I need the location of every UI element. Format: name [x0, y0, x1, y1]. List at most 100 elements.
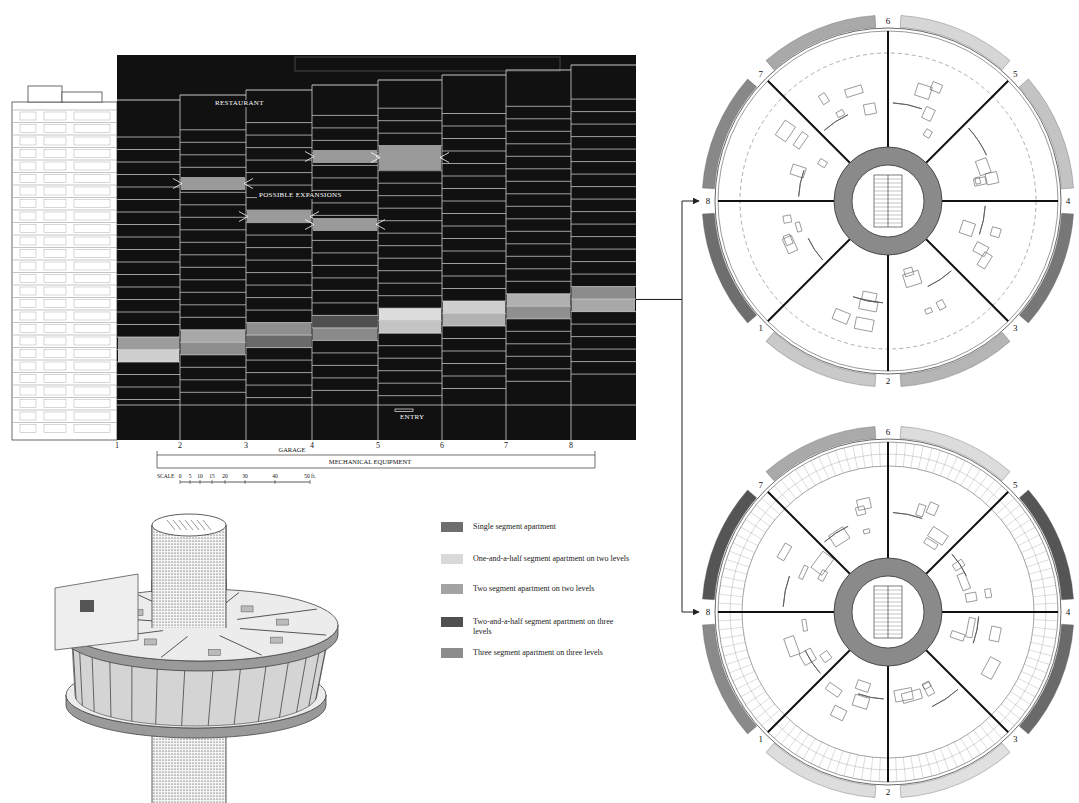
apartment-band [181, 342, 245, 355]
floor-line [246, 360, 312, 361]
scale-number: 20 [222, 474, 228, 480]
window [74, 112, 110, 120]
mullion [208, 670, 213, 726]
floor-line [571, 111, 636, 112]
window [44, 125, 66, 133]
floor-line [312, 202, 378, 203]
floor-line [506, 193, 571, 194]
furniture [981, 657, 1000, 680]
window [44, 400, 66, 408]
scale-number: 30 [242, 474, 248, 480]
expansion-arrow [173, 184, 182, 189]
ring-segment [766, 426, 876, 480]
expansion-arrow [244, 179, 253, 184]
floor-line [571, 224, 636, 225]
floor-line [571, 99, 636, 100]
column-number: 3 [244, 442, 248, 450]
segment-line [571, 65, 572, 440]
furniture [985, 588, 992, 598]
expansion-arrow [376, 225, 385, 230]
floor-line [571, 336, 636, 337]
furniture [818, 159, 828, 168]
window [44, 237, 66, 245]
floor-line [246, 160, 312, 161]
roof-line [180, 95, 246, 96]
ring-segment [766, 332, 876, 386]
floor-line [117, 199, 180, 200]
expansion-arrow [440, 153, 449, 158]
floor-line [13, 360, 117, 361]
window [44, 387, 66, 395]
apartment-band [572, 299, 635, 312]
window [74, 387, 110, 395]
mullion [80, 649, 83, 706]
floor-line [506, 143, 571, 144]
furniture [923, 682, 932, 690]
floor-line [117, 262, 180, 263]
window [74, 137, 110, 145]
core-edge [226, 525, 227, 628]
window [44, 112, 66, 120]
partition [893, 513, 922, 519]
partition [825, 526, 849, 542]
floor-line [13, 385, 117, 386]
scale-number: 50 ft. [304, 474, 316, 480]
window [20, 162, 36, 170]
floor-line [13, 210, 117, 211]
floor-line [117, 387, 180, 388]
window [74, 200, 110, 208]
floor-line [117, 312, 180, 313]
window [20, 362, 36, 370]
expansion-arrow [371, 153, 380, 158]
mullion [234, 669, 240, 725]
floor-line [312, 215, 378, 216]
floor-line [571, 261, 636, 262]
floor-line [117, 187, 180, 188]
floor-line [312, 165, 378, 166]
floor-line [117, 399, 180, 400]
stair [874, 586, 902, 638]
floor-line [442, 338, 506, 339]
window [44, 412, 66, 420]
zone-label: MECHANICAL EQUIPMENT [329, 459, 411, 466]
window [44, 137, 66, 145]
furniture [276, 619, 288, 625]
plan-outline [715, 439, 1061, 785]
partition [928, 271, 951, 287]
floor-line [442, 388, 506, 389]
floor-line [442, 238, 506, 239]
floor-line [246, 135, 312, 136]
floor-line [117, 287, 180, 288]
radial-wall [926, 239, 1008, 321]
section-label: RESTAURANT [213, 100, 266, 107]
furniture [793, 132, 808, 149]
floor-line [246, 272, 312, 273]
column-number: 8 [569, 442, 573, 450]
apartment-band [379, 308, 441, 321]
furniture [783, 215, 792, 223]
floor-line [117, 362, 180, 363]
floor-line [13, 122, 117, 123]
floor-line [180, 379, 246, 380]
floor-line [378, 208, 442, 209]
window [74, 262, 110, 270]
window [44, 162, 66, 170]
roof-box [28, 86, 62, 102]
partition [161, 636, 188, 657]
furniture [270, 637, 282, 643]
floor-line [13, 235, 117, 236]
floor-line [506, 118, 571, 119]
furniture [989, 626, 1001, 642]
furniture [924, 538, 938, 550]
floor-line [506, 268, 571, 269]
floor-line [571, 324, 636, 325]
floor-line [13, 372, 117, 373]
floor-line [442, 113, 506, 114]
furniture [783, 234, 793, 246]
floor-line [378, 358, 442, 359]
partition [824, 115, 848, 131]
floor-line [117, 162, 180, 163]
core-hatch [179, 520, 187, 530]
